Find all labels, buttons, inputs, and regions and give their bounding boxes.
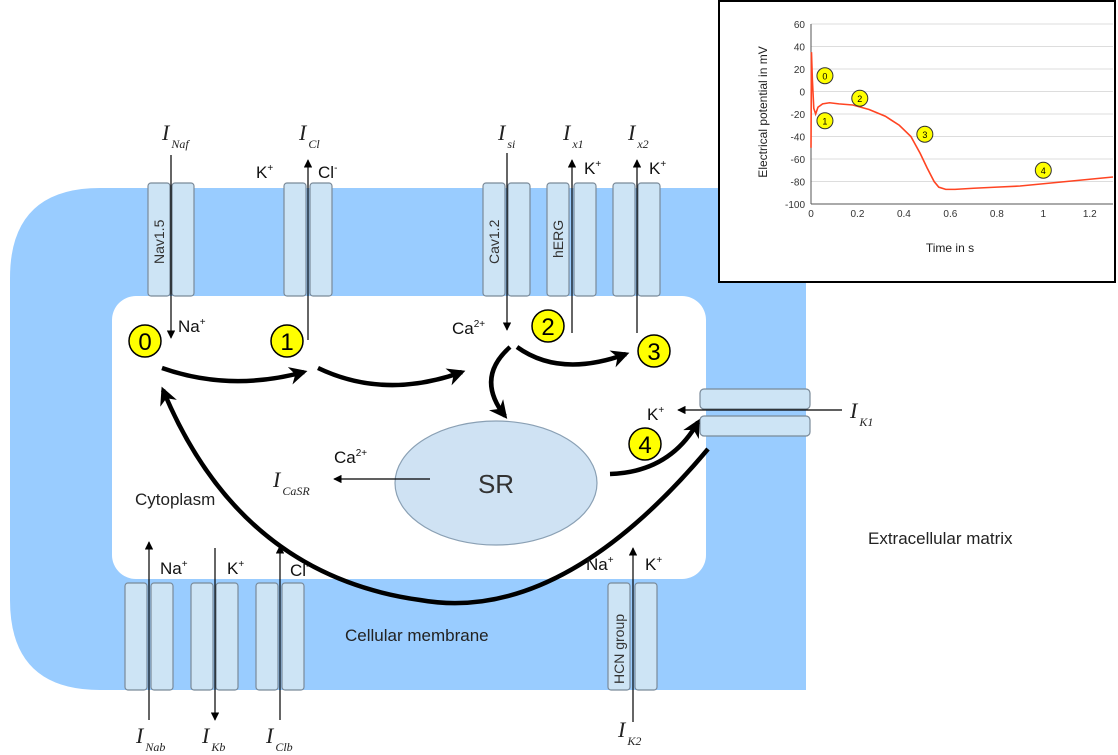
phase-transition-arrows bbox=[160, 345, 710, 606]
inset-ytick-label: -20 bbox=[791, 110, 806, 121]
inset-ytick-label: -40 bbox=[791, 133, 806, 144]
inset-xtick-label: 0.6 bbox=[943, 209, 957, 220]
inset-phase-marker bbox=[916, 125, 934, 143]
inset-ylabel: Electrical potential in mV bbox=[756, 46, 770, 177]
svg-text:1: 1 bbox=[280, 329, 293, 356]
ca-label-sr: Ca2+ bbox=[334, 448, 367, 467]
inset-ytick-label: -60 bbox=[791, 155, 806, 166]
nav15-label: Nav1.5 bbox=[151, 219, 167, 264]
phase-0-marker: 0 bbox=[128, 324, 162, 358]
inset-ytick-label: 0 bbox=[799, 88, 805, 99]
arrow-k1-to-0 bbox=[160, 386, 710, 606]
inset-xtick-label: 0 bbox=[808, 209, 814, 220]
cl-label-clb: Cl- bbox=[290, 561, 309, 580]
inset-phase-label: 2 bbox=[857, 94, 862, 104]
cav12-label: Cav1.2 bbox=[486, 219, 502, 264]
channel-clb bbox=[255, 582, 305, 691]
ion-labels: Na+ K+ Cl- Ca2+ K+ K+ K+ Ca2+ Na+ K+ Cl-… bbox=[160, 159, 666, 580]
inset-ytick-label: 20 bbox=[794, 65, 806, 76]
svg-text:0: 0 bbox=[138, 329, 151, 356]
channel-k1 bbox=[699, 388, 811, 437]
inset-phase-marker bbox=[816, 67, 834, 85]
k-label-cl: K+ bbox=[256, 163, 273, 182]
k-label-hcn: K+ bbox=[645, 555, 662, 574]
inset-phase-marker bbox=[816, 112, 834, 130]
phase-1-marker: 1 bbox=[270, 324, 304, 358]
inset-phase-label: 1 bbox=[822, 116, 827, 126]
inset-xtick-label: 0.2 bbox=[851, 209, 865, 220]
arrow-0-to-1 bbox=[161, 365, 308, 385]
na-label-nab: Na+ bbox=[160, 559, 188, 578]
k-label-k1: K+ bbox=[647, 405, 664, 424]
phase-4-marker: 4 bbox=[628, 427, 662, 461]
svg-text:2: 2 bbox=[541, 314, 554, 341]
inset-xtick-label: 0.4 bbox=[897, 209, 911, 220]
arrow-4-to-k1 bbox=[609, 418, 700, 477]
phase-2-marker: 2 bbox=[531, 309, 565, 343]
cl-label-top: Cl- bbox=[318, 163, 337, 182]
na-label-hcn: Na+ bbox=[586, 555, 614, 574]
k-label-kb: K+ bbox=[227, 559, 244, 578]
inset-ytick-label: -80 bbox=[791, 178, 806, 189]
channel-nav15: Nav1.5 bbox=[147, 182, 195, 297]
svg-text:3: 3 bbox=[647, 339, 660, 366]
inset-ytick-label: 40 bbox=[794, 43, 806, 54]
svg-text:4: 4 bbox=[638, 432, 651, 459]
extracellular-label: Extracellular matrix bbox=[868, 529, 1013, 548]
inset-xlabel: Time in s bbox=[926, 241, 974, 255]
channel-kb bbox=[190, 582, 239, 691]
inset-phase-marker bbox=[851, 89, 869, 107]
inset-phase-label: 3 bbox=[922, 130, 927, 140]
sarcoplasmic-reticulum bbox=[394, 420, 598, 546]
ca-label-top: Ca2+ bbox=[452, 319, 485, 338]
arrow-2-to-sr bbox=[489, 345, 512, 419]
membrane-label: Cellular membrane bbox=[345, 626, 489, 645]
k-label-x1: K+ bbox=[584, 159, 601, 178]
channel-hcn: HCN group bbox=[607, 582, 658, 691]
sr-label: SR bbox=[478, 469, 514, 499]
arrow-2-to-3 bbox=[515, 345, 630, 368]
inset-ytick-label: -100 bbox=[785, 200, 805, 211]
channel-nab bbox=[124, 582, 174, 691]
inset-xtick-label: 1 bbox=[1041, 209, 1047, 220]
inset-phase-label: 4 bbox=[1041, 166, 1046, 176]
phase-3-marker: 3 bbox=[637, 334, 671, 368]
channel-herg: hERG bbox=[546, 182, 597, 297]
inset-action-potential-line bbox=[810, 52, 1114, 191]
arrow-1-to-2 bbox=[317, 365, 466, 388]
k-label-x2: K+ bbox=[649, 159, 666, 178]
inset-xtick-label: 0.8 bbox=[990, 209, 1004, 220]
inset-ytick-label: 60 bbox=[794, 20, 806, 31]
inset-xtick-label: 1.2 bbox=[1083, 209, 1097, 220]
inset-phase-label: 0 bbox=[822, 71, 827, 81]
channel-cav12: Cav1.2 bbox=[482, 182, 531, 297]
channel-cl bbox=[283, 182, 333, 297]
inset-phase-marker bbox=[1034, 161, 1052, 179]
ion-flow-arrows bbox=[144, 153, 842, 722]
herg-label: hERG bbox=[550, 220, 566, 258]
na-label-top: Na+ bbox=[178, 317, 206, 336]
hcn-label: HCN group bbox=[611, 614, 627, 684]
channel-x2 bbox=[612, 182, 661, 297]
cytoplasm-label: Cytoplasm bbox=[135, 490, 215, 509]
